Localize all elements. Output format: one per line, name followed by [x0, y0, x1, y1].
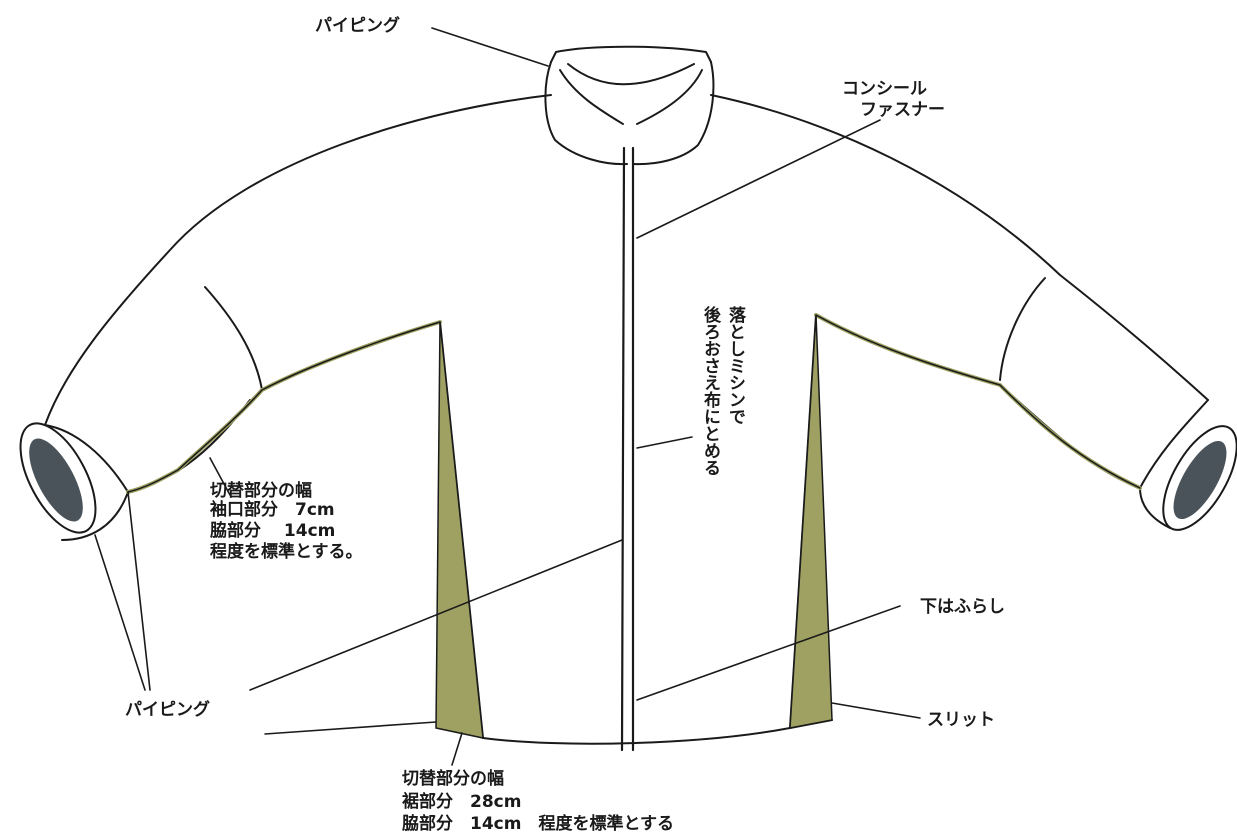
leader-piping-left-b [94, 534, 146, 691]
collar-inner-left [559, 69, 624, 125]
label-sleeve-panel-3: 脇部分 14cm [210, 521, 336, 541]
label-piping-top: パイピング [315, 16, 400, 36]
label-hem-panel-2: 裾部分 28cm [402, 792, 522, 812]
left-cuff-band [44, 424, 129, 541]
right-cuff-band [1139, 399, 1209, 529]
leader-hem-panel-b [451, 732, 463, 766]
right-gusset [789, 314, 833, 729]
label-sleeve-panel-4: 程度を標準とする。 [210, 542, 363, 562]
right-sleeve-under [999, 384, 1141, 489]
label-slit: スリット [927, 710, 995, 730]
leader-slit [831, 702, 921, 719]
label-hem-panel-3: 脇部分 14cm 程度を標準とする [402, 814, 674, 834]
right-shoulder [710, 94, 1209, 401]
label-concealed-zipper-2: ファスナー [860, 100, 945, 120]
left-gusset [435, 321, 484, 739]
label-stitch-col1: 落としミシンで [725, 306, 745, 425]
right-cuff-shadow [1173, 440, 1227, 520]
leader-piping-left-c [249, 539, 623, 691]
left-cuff-ring [19, 422, 97, 534]
leader-hem-panel-a [264, 721, 437, 735]
left-underarm-piping [126, 320, 442, 494]
left-sleeve-under [127, 399, 251, 493]
right-sleeve-seam [999, 277, 1046, 381]
label-stitch-col2: 後ろおさえ布にとめる [700, 306, 720, 476]
hem-line [482, 719, 833, 745]
collar-outline [550, 45, 712, 63]
left-sleeve-seam [204, 286, 263, 391]
left-cuff-shadow [29, 438, 83, 522]
leader-piping-top [431, 27, 549, 67]
zipper-left [620, 146, 626, 752]
neck-opening [567, 63, 695, 86]
leader-stitch [636, 436, 693, 449]
label-concealed-zipper-1: コンシール [842, 79, 927, 99]
leader-sleeve-panel [209, 457, 231, 496]
collar-right [632, 61, 715, 166]
label-piping-left: パイピング [125, 700, 210, 720]
leader-zipper [636, 119, 881, 239]
leader-hem-unfinished [636, 605, 901, 701]
collar-left [544, 61, 628, 166]
collar-inner-right [636, 69, 703, 125]
label-sleeve-panel-2: 袖口部分 7cm [210, 500, 335, 520]
left-shoulder [44, 94, 552, 426]
label-sleeve-panel-1: 切替部分の幅 [210, 481, 312, 501]
label-hem-unfinished: 下はふらし [920, 597, 1005, 617]
label-hem-panel-1: 切替部分の幅 [402, 769, 504, 789]
right-cuff-ring [1162, 425, 1237, 531]
leader-piping-left-a [127, 491, 151, 691]
